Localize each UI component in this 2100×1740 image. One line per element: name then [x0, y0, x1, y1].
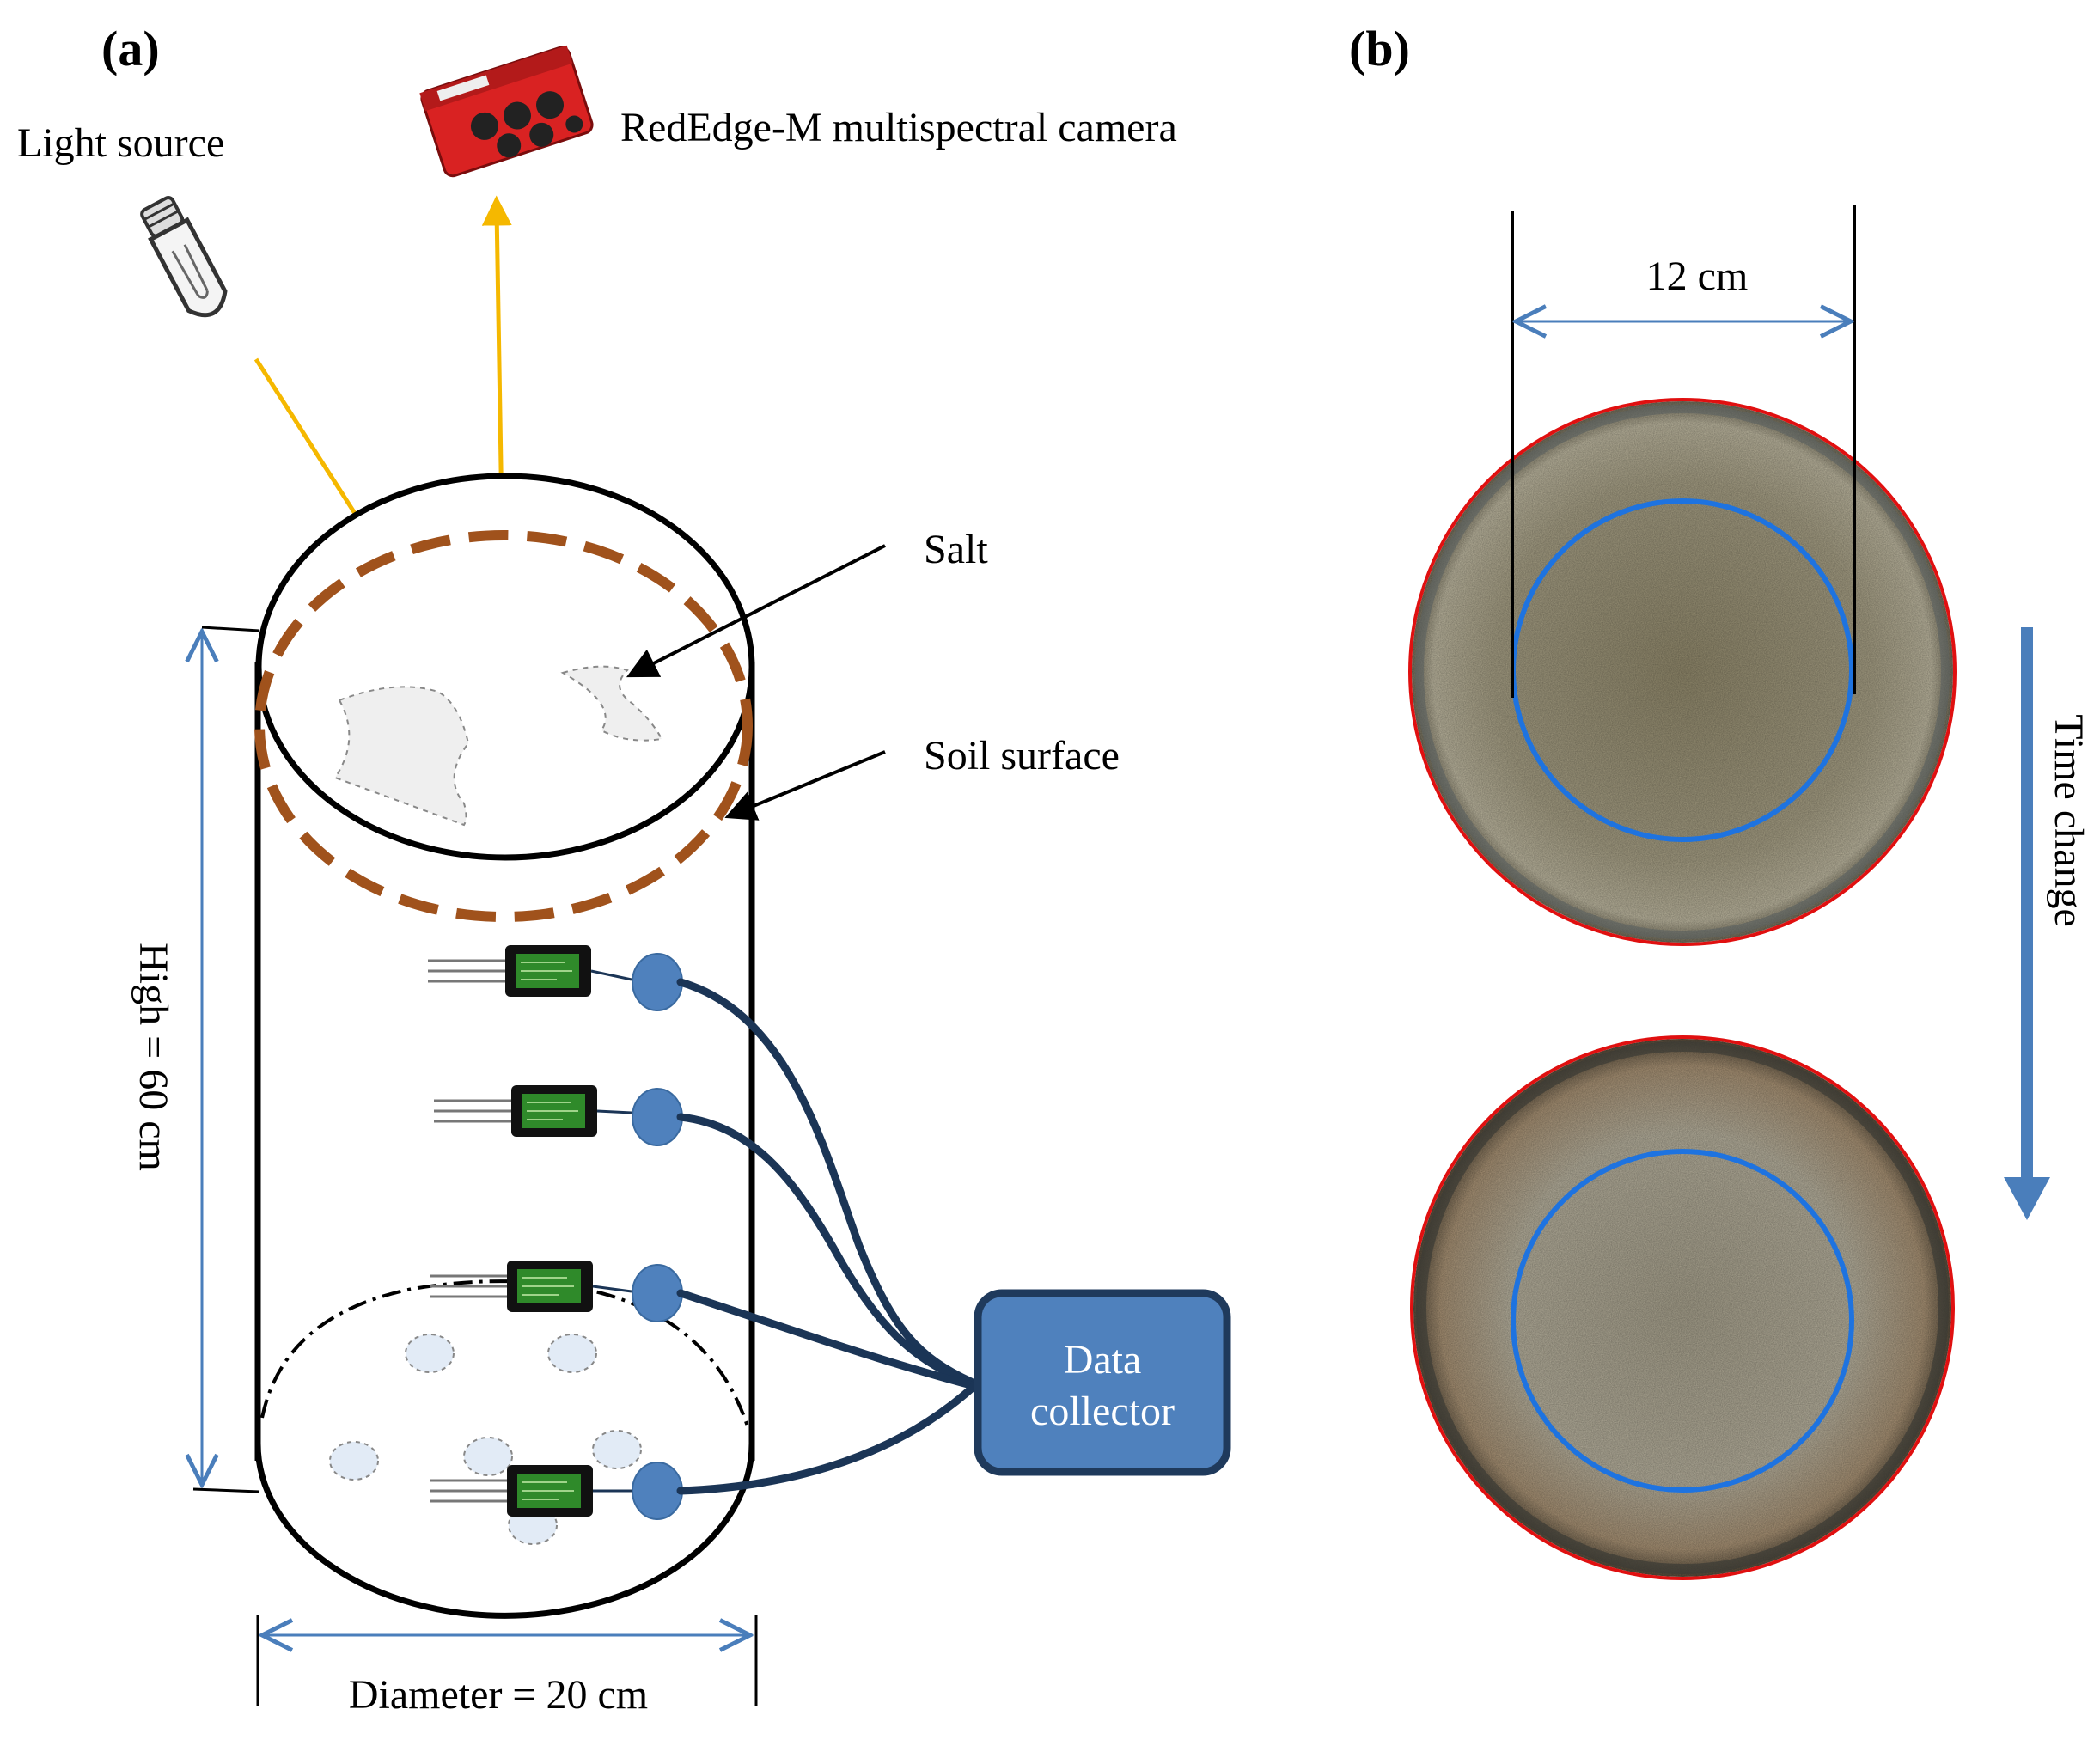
pore — [463, 1437, 513, 1476]
time-arrow — [2004, 627, 2050, 1220]
connector — [632, 1088, 683, 1146]
sample-image-later — [1410, 1035, 1955, 1580]
sensor-icon — [426, 943, 593, 998]
data-collector-label-2: collector — [1030, 1389, 1175, 1434]
salt-arrow — [626, 544, 886, 678]
diameter-label: Diameter = 20 cm — [349, 1672, 648, 1718]
sample-image-initial — [1408, 398, 1957, 946]
roi-width-label: 12 cm — [1646, 253, 1749, 299]
sensor-icon — [432, 1084, 599, 1139]
time-change-label: Time change — [2046, 714, 2091, 927]
panel-b-label: (b) — [1349, 21, 1410, 76]
data-collector-label-1: Data — [1064, 1337, 1142, 1383]
salt-label: Salt — [924, 527, 988, 572]
pore — [547, 1334, 597, 1373]
sensor-icon — [428, 1259, 595, 1314]
soil-surface-ring — [254, 530, 753, 922]
sensor-icon — [428, 1463, 595, 1518]
sensor-connectors — [590, 969, 632, 1493]
height-label: High = 60 cm — [131, 943, 176, 1171]
pore — [405, 1334, 455, 1373]
pore — [592, 1430, 642, 1469]
connector — [632, 953, 683, 1011]
connector — [632, 1462, 683, 1520]
salt-patch — [560, 665, 663, 742]
diameter-dimension — [256, 1615, 758, 1706]
cables — [676, 978, 980, 1495]
camera-icon — [419, 45, 594, 178]
light-source-label: Light source — [17, 120, 224, 166]
soil-surface-label: Soil surface — [924, 733, 1120, 778]
soil-surface-arrow — [724, 750, 886, 821]
data-collector-box — [974, 1289, 1231, 1476]
connector — [632, 1264, 683, 1322]
salt-patch — [333, 686, 470, 827]
pore — [329, 1441, 379, 1481]
height-dimension — [193, 626, 260, 1493]
roi-circle — [1511, 1149, 1854, 1493]
bulb-icon — [140, 196, 228, 318]
lower-section — [260, 1279, 749, 1427]
panel-a-label: (a) — [101, 21, 160, 76]
camera-label: RedEdge-M multispectral camera — [620, 105, 1177, 150]
